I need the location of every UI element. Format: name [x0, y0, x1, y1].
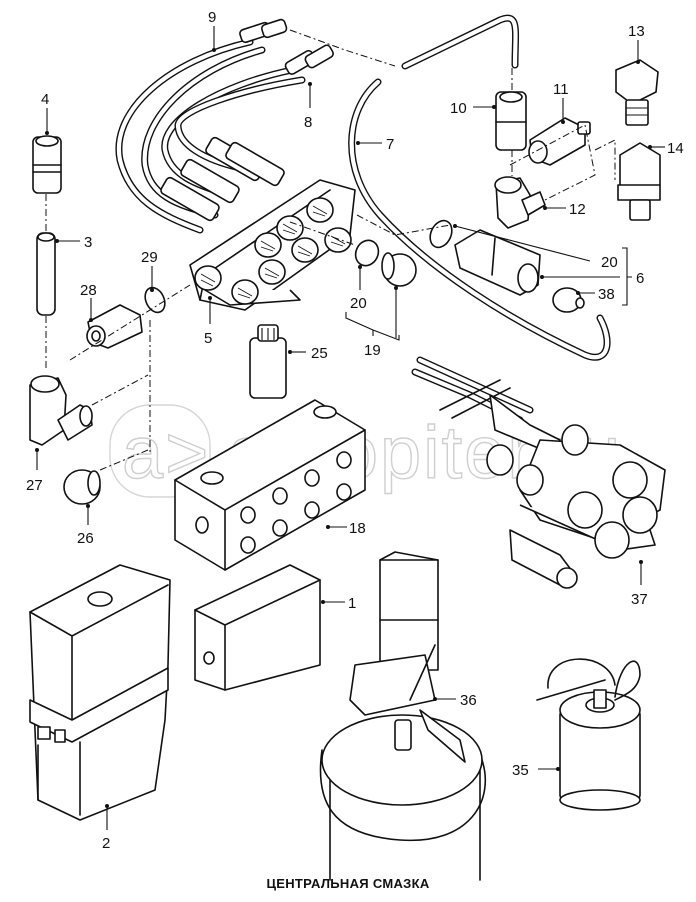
callout-38: 38 [598, 286, 615, 303]
assembly-line [289, 214, 451, 246]
callout-36: 36 [460, 692, 477, 709]
assembly-line [69, 284, 191, 455]
part-12-elbow [494, 176, 546, 229]
part-11-fitting [528, 117, 591, 166]
callout-18: 18 [349, 520, 366, 537]
callout-10: 10 [450, 100, 467, 117]
callout-28: 28 [80, 282, 97, 299]
watermark-logo-ring [109, 404, 211, 498]
part-28-connector [86, 304, 143, 349]
part-29-seal-ring [144, 286, 166, 314]
part-20-o-ring-2 [429, 219, 453, 249]
callout-27: 27 [26, 477, 43, 494]
part-14-square-adapter [617, 142, 661, 221]
diagram-title: ЦЕНТРАЛЬНАЯ СМАЗКА [266, 876, 430, 891]
callout-3: 3 [84, 234, 92, 251]
callout-1: 1 [348, 595, 356, 612]
callout-25: 25 [311, 345, 328, 362]
callout-5: 5 [204, 330, 212, 347]
part-5-distributor-assembly [115, 18, 356, 311]
part-36-barrel-pump [319, 551, 487, 881]
part-6-quick-connector [454, 229, 541, 296]
callout-26: 26 [77, 530, 94, 547]
callout-12: 12 [569, 201, 586, 218]
assembly-line [99, 449, 149, 471]
callout-35: 35 [512, 762, 529, 779]
part-10-union [495, 91, 527, 151]
part-13-angle-adapter [615, 59, 659, 126]
callout-4: 4 [41, 91, 49, 108]
assembly-line [91, 374, 149, 406]
callout-9: 9 [208, 9, 216, 26]
part-26-plug [63, 469, 101, 505]
callouts: 9 8 4 3 29 28 5 25 27 26 7 10 11 [26, 9, 684, 852]
callout-20-right: 20 [601, 254, 618, 271]
part-18-bar [174, 399, 366, 571]
callout-20-left: 20 [350, 295, 367, 312]
part-1-control-unit [194, 564, 321, 691]
callout-37: 37 [631, 591, 648, 608]
callout-29: 29 [141, 249, 158, 266]
part-4-connector [32, 135, 62, 194]
part-7-hose [348, 14, 611, 361]
callout-19: 19 [364, 342, 381, 359]
part-37-distributor [411, 356, 666, 589]
part-19-plug [381, 252, 417, 287]
callout-2: 2 [102, 835, 110, 852]
part-25-sleeve [249, 324, 287, 399]
callout-14: 14 [667, 140, 684, 157]
part-2-reservoir [29, 564, 171, 821]
part-27-elbow [29, 375, 93, 446]
part-38-nipple [552, 287, 585, 313]
part-20-o-ring [354, 239, 380, 267]
callout-7: 7 [386, 136, 394, 153]
callout-13: 13 [628, 23, 645, 40]
callout-8: 8 [304, 114, 312, 131]
callout-6: 6 [636, 270, 644, 287]
assembly-line [289, 29, 513, 95]
part-35-hand-pump [536, 658, 641, 811]
callout-11: 11 [553, 81, 569, 98]
part-3-tube [36, 232, 56, 316]
assembly-line [509, 124, 616, 201]
